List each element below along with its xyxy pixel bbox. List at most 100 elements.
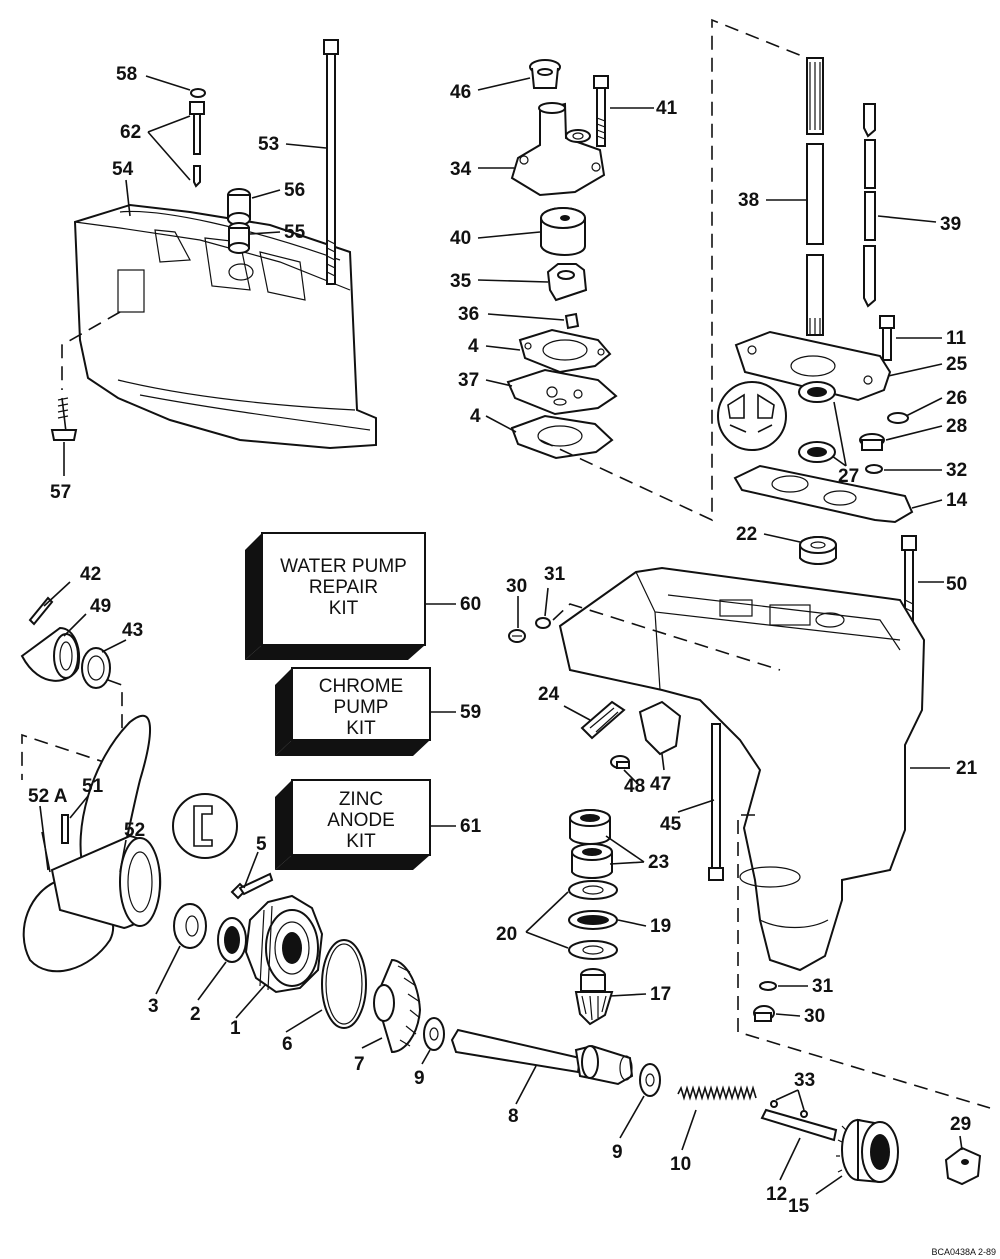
callout-4a: 4: [468, 336, 479, 357]
callout-25: 25: [946, 354, 968, 375]
callout-33: 33: [794, 1070, 815, 1091]
callout-29: 29: [950, 1114, 971, 1135]
callout-46: 46: [450, 82, 471, 103]
stud-45: [708, 723, 724, 881]
callout-38: 38: [738, 190, 759, 211]
callout-12: 12: [766, 1184, 787, 1205]
bearing-23: [569, 809, 613, 879]
driveshaft-38: [806, 57, 824, 336]
callout-32: 32: [946, 460, 967, 481]
seal-26: [887, 412, 909, 424]
gear-7: [373, 958, 422, 1054]
oring-6: [321, 939, 367, 1029]
callout-52A: 52 A: [28, 786, 68, 807]
thrust-washer-20: [568, 880, 618, 960]
callout-24: 24: [538, 684, 560, 705]
callout-34: 34: [450, 159, 472, 180]
pickup-24: [580, 700, 626, 740]
pin-51: [61, 814, 69, 844]
screw-11: [879, 315, 895, 361]
grommet-28: [859, 433, 885, 451]
kit-label-59: CHROME PUMP KIT: [318, 676, 404, 739]
callout-43: 43: [122, 620, 143, 641]
callout-17: 17: [650, 984, 671, 1005]
callout-51: 51: [82, 776, 104, 797]
oring-32: [865, 464, 883, 474]
callout-19: 19: [650, 916, 671, 937]
callout-61: 61: [460, 816, 482, 837]
callout-36: 36: [458, 304, 479, 325]
callout-11: 11: [946, 328, 967, 349]
callout-22: 22: [736, 524, 757, 545]
spacer-43: [81, 647, 111, 689]
callout-7: 7: [354, 1054, 365, 1075]
callout-20: 20: [496, 924, 517, 945]
callout-60: 60: [460, 594, 481, 615]
screw-41: [593, 75, 609, 147]
callout-3: 3: [148, 996, 159, 1017]
pinion-17: [574, 968, 614, 1026]
impeller-40: [540, 207, 586, 256]
impeller-cup-35: [546, 263, 588, 302]
washer-31-upper: [535, 617, 551, 629]
callout-15: 15: [788, 1196, 810, 1217]
exhaust-housing: [73, 203, 377, 450]
callout-28: 28: [946, 416, 967, 437]
pump-liner-46: [529, 59, 561, 89]
cover-47: [638, 700, 682, 756]
key-36: [564, 312, 580, 330]
callout-31b: 31: [812, 976, 834, 997]
gasket-14: [733, 464, 914, 524]
kit-box-59: [275, 667, 431, 756]
screw-57: [50, 311, 121, 441]
callout-56: 56: [284, 180, 305, 201]
callout-55: 55: [284, 222, 306, 243]
callout-23: 23: [648, 852, 669, 873]
pump-alignment-line: [539, 18, 813, 522]
thrust-washer-3: [173, 903, 207, 949]
bearing-housing-1: [244, 894, 324, 994]
bracket-29: [944, 1146, 982, 1186]
screw-5: [230, 872, 274, 900]
callout-30a: 30: [506, 576, 527, 597]
callout-10: 10: [670, 1154, 691, 1175]
callout-58: 58: [116, 64, 137, 85]
callout-2: 2: [190, 1004, 201, 1025]
gearcase-21: [558, 566, 926, 972]
callout-14: 14: [946, 490, 968, 511]
callout-26: 26: [946, 388, 967, 409]
prop-nut-49: [20, 626, 80, 682]
pin-62: [189, 88, 206, 188]
shift-rod-39: [863, 103, 876, 308]
washer-9-rear: [639, 1063, 661, 1097]
leader-lines: [39, 75, 963, 1195]
reference-code: BCA0438A 2-89: [931, 1247, 996, 1257]
callout-21: 21: [956, 758, 978, 779]
callout-31a: 31: [544, 564, 566, 585]
callout-30b: 30: [804, 1006, 825, 1027]
thrust-bearing-19: [568, 910, 618, 930]
callout-40: 40: [450, 228, 471, 249]
screw-30-upper: [508, 629, 526, 643]
pump-housing-34: [510, 102, 606, 197]
clutch-gear-15: [836, 1118, 899, 1184]
washer-31-lower: [759, 981, 777, 991]
callout-8: 8: [508, 1106, 519, 1127]
plate-37: [506, 368, 618, 416]
callout-48: 48: [624, 776, 645, 797]
callout-50: 50: [946, 574, 967, 595]
seal-2: [217, 917, 247, 963]
kit-label-60: WATER PUMP REPAIR KIT: [280, 556, 407, 619]
callout-47: 47: [650, 774, 671, 795]
washer-9-front: [423, 1017, 445, 1051]
bushing-55: [228, 222, 250, 254]
plunger-12: [760, 1108, 838, 1142]
callout-9a: 9: [414, 1068, 425, 1089]
callout-62: 62: [120, 122, 141, 143]
seal-detail-27: [717, 381, 836, 463]
stud-53: [323, 39, 339, 285]
detail-circle-c: [172, 793, 238, 859]
callout-4b: 4: [470, 406, 481, 427]
callout-52: 52: [124, 820, 145, 841]
